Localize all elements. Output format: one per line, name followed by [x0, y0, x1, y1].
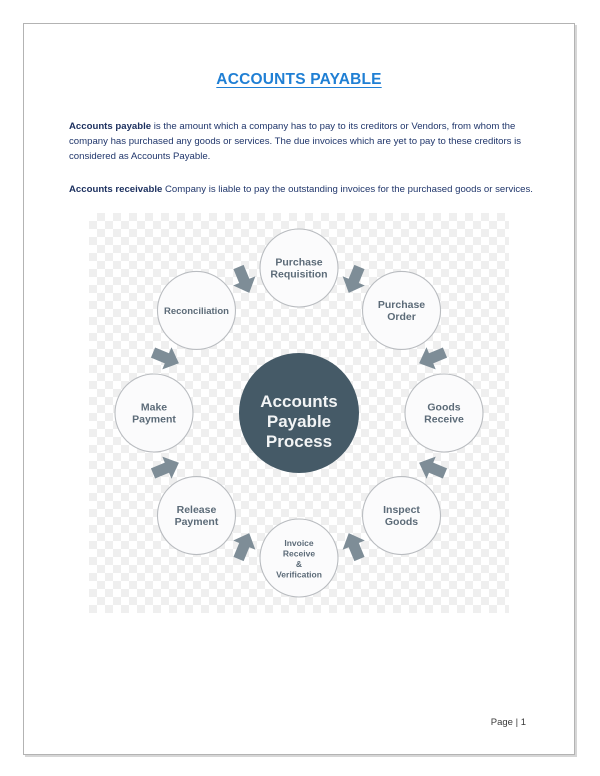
node-label-line: Make	[141, 402, 167, 414]
node-label-line: Reconciliation	[164, 306, 229, 317]
hub-label-line2: Payable	[267, 412, 331, 431]
arrow-glyph	[342, 533, 365, 562]
flow-arrow	[233, 533, 256, 562]
paragraph-1-lead: Accounts payable	[69, 120, 152, 132]
hub-label-line1: Accounts	[260, 392, 337, 411]
hub-layer: Accounts Payable Process	[239, 353, 359, 473]
node-label-line: Goods	[427, 402, 460, 414]
flow-arrow	[419, 456, 448, 479]
hub-circle	[239, 353, 359, 473]
node-layer: PurchaseRequisitionPurchaseOrderGoodsRec…	[114, 228, 484, 598]
flow-arrow	[419, 347, 448, 370]
paragraph-accounts-payable: Accounts payable is the amount which a c…	[69, 119, 535, 165]
node-label-line: Invoice	[284, 538, 314, 548]
node-circle	[361, 270, 442, 351]
node-circle	[156, 270, 237, 351]
arrow-glyph	[233, 533, 256, 562]
arrow-glyph	[342, 264, 365, 293]
page-number-footer: Page | 1	[490, 717, 526, 728]
arrow-glyph	[419, 347, 448, 370]
node-circle	[361, 475, 442, 556]
node-circle	[259, 518, 339, 598]
arrow-glyph	[150, 347, 179, 370]
cycle-diagram-svg: PurchaseRequisitionPurchaseOrderGoodsRec…	[114, 228, 484, 598]
process-node-reconciliation: Reconciliation	[156, 270, 237, 351]
flow-arrow	[150, 347, 179, 370]
node-label-line: Purchase	[275, 257, 322, 269]
arrow-glyph	[233, 264, 256, 293]
node-label-line: Inspect	[383, 504, 420, 516]
flow-arrow	[233, 264, 256, 293]
node-label-line: Payment	[175, 516, 219, 528]
flow-arrow	[342, 533, 365, 562]
node-label-line: Verification	[276, 569, 322, 579]
node-label-line: &	[296, 559, 302, 569]
node-label-line: Requisition	[270, 269, 327, 281]
node-circle	[404, 373, 484, 453]
node-label-line: Goods	[385, 516, 418, 528]
paragraph-1-body: is the amount which a company has to pay…	[69, 120, 522, 163]
paragraph-2-lead: Accounts receivable	[69, 183, 163, 195]
node-circle	[156, 475, 237, 556]
node-circle	[259, 228, 339, 308]
node-label-line: Receive	[283, 548, 315, 558]
hub-label-line3: Process	[266, 432, 332, 451]
page-title: ACCOUNTS PAYABLE	[216, 71, 382, 88]
arrow-glyph	[419, 456, 448, 479]
node-label-line: Payment	[132, 414, 176, 426]
paragraph-accounts-receivable: Accounts receivable Company is liable to…	[69, 182, 535, 197]
flow-arrow	[150, 456, 179, 479]
paragraph-2-body: Company is liable to pay the outstanding…	[162, 183, 533, 195]
arrow-layer	[150, 264, 448, 562]
arrow-glyph	[150, 456, 179, 479]
node-label-line: Purchase	[378, 299, 425, 311]
node-label-line: Release	[177, 504, 217, 516]
node-label-line: Order	[387, 311, 416, 323]
node-label-line: Receive	[424, 414, 464, 426]
flow-arrow	[342, 264, 365, 293]
node-circle	[114, 373, 194, 453]
document-page: ACCOUNTS PAYABLE Accounts payable is the…	[23, 23, 575, 755]
